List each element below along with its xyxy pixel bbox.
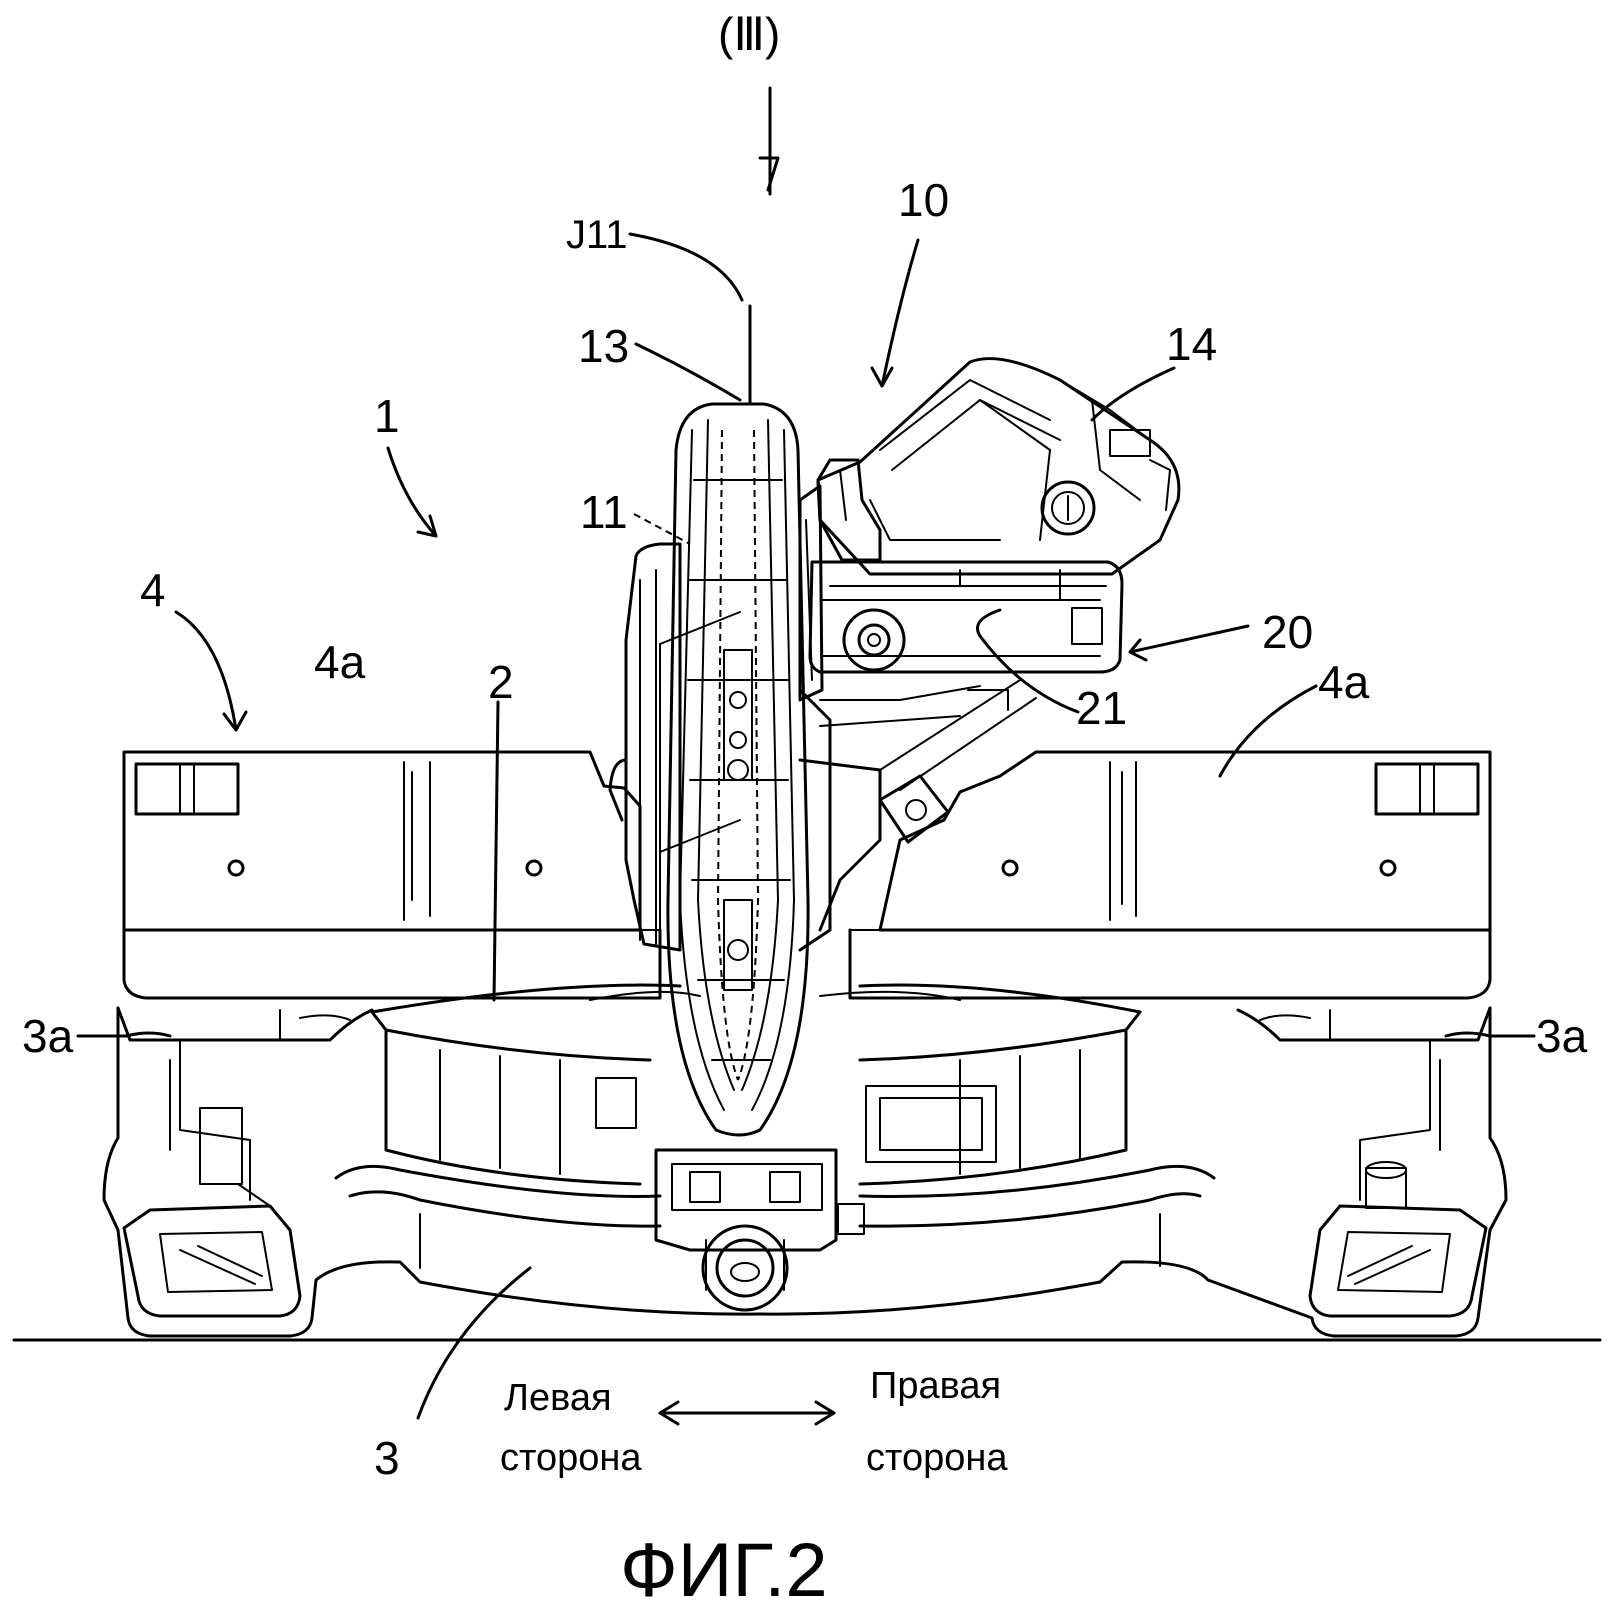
label-3: 3	[374, 1432, 400, 1484]
label-4a-right: 4a	[1318, 656, 1370, 708]
label-14: 14	[1166, 318, 1217, 370]
leader-20-head	[1128, 638, 1148, 662]
label-section-mark: (Ⅲ)	[718, 8, 780, 60]
fence	[122, 750, 1492, 1000]
leader-10	[880, 238, 920, 388]
leader-14	[1090, 366, 1176, 422]
direction-left-line1: Левая	[504, 1377, 612, 1419]
view-arrow-head	[758, 156, 780, 192]
leader-20	[1128, 624, 1250, 654]
label-3a-left: 3a	[22, 1010, 74, 1062]
leader-2	[492, 700, 500, 1002]
direction-left-line2: сторона	[500, 1437, 642, 1479]
leader-3	[416, 1266, 532, 1420]
direction-right-line2: сторона	[866, 1437, 1008, 1479]
leader-3a-left	[76, 1031, 172, 1038]
leader-4-head	[222, 710, 248, 732]
label-4: 4	[140, 564, 166, 616]
direction-arrow-left-head	[658, 1400, 680, 1426]
blade-guard	[659, 402, 810, 1137]
leader-10-head	[870, 366, 894, 388]
label-10: 10	[898, 174, 949, 226]
direction-right-line1: Правая	[870, 1365, 1001, 1407]
label-1: 1	[374, 390, 400, 442]
label-2: 2	[488, 656, 514, 708]
motor-housing	[798, 357, 1181, 702]
leader-4	[174, 610, 238, 732]
label-j11: J11	[566, 213, 628, 257]
figure-caption: ФИГ.2	[620, 1528, 828, 1610]
leader-21	[976, 608, 1080, 714]
label-4a-left: 4a	[314, 636, 366, 688]
base	[102, 1006, 1508, 1338]
label-13: 13	[578, 320, 629, 372]
leader-11	[633, 513, 691, 545]
leader-1	[386, 446, 438, 538]
leader-j11	[628, 232, 744, 302]
direction-arrow-right-head	[814, 1400, 836, 1426]
label-20: 20	[1262, 606, 1313, 658]
turntable	[370, 983, 1142, 1312]
leader-4a-right	[1218, 684, 1318, 778]
leader-3a-right	[1444, 1031, 1536, 1038]
label-3a-right: 3a	[1536, 1010, 1588, 1062]
saw-arm	[608, 542, 1037, 952]
label-21: 21	[1076, 682, 1127, 734]
leader-13	[634, 342, 742, 402]
leader-1-head	[416, 514, 438, 538]
label-11: 11	[580, 486, 628, 538]
